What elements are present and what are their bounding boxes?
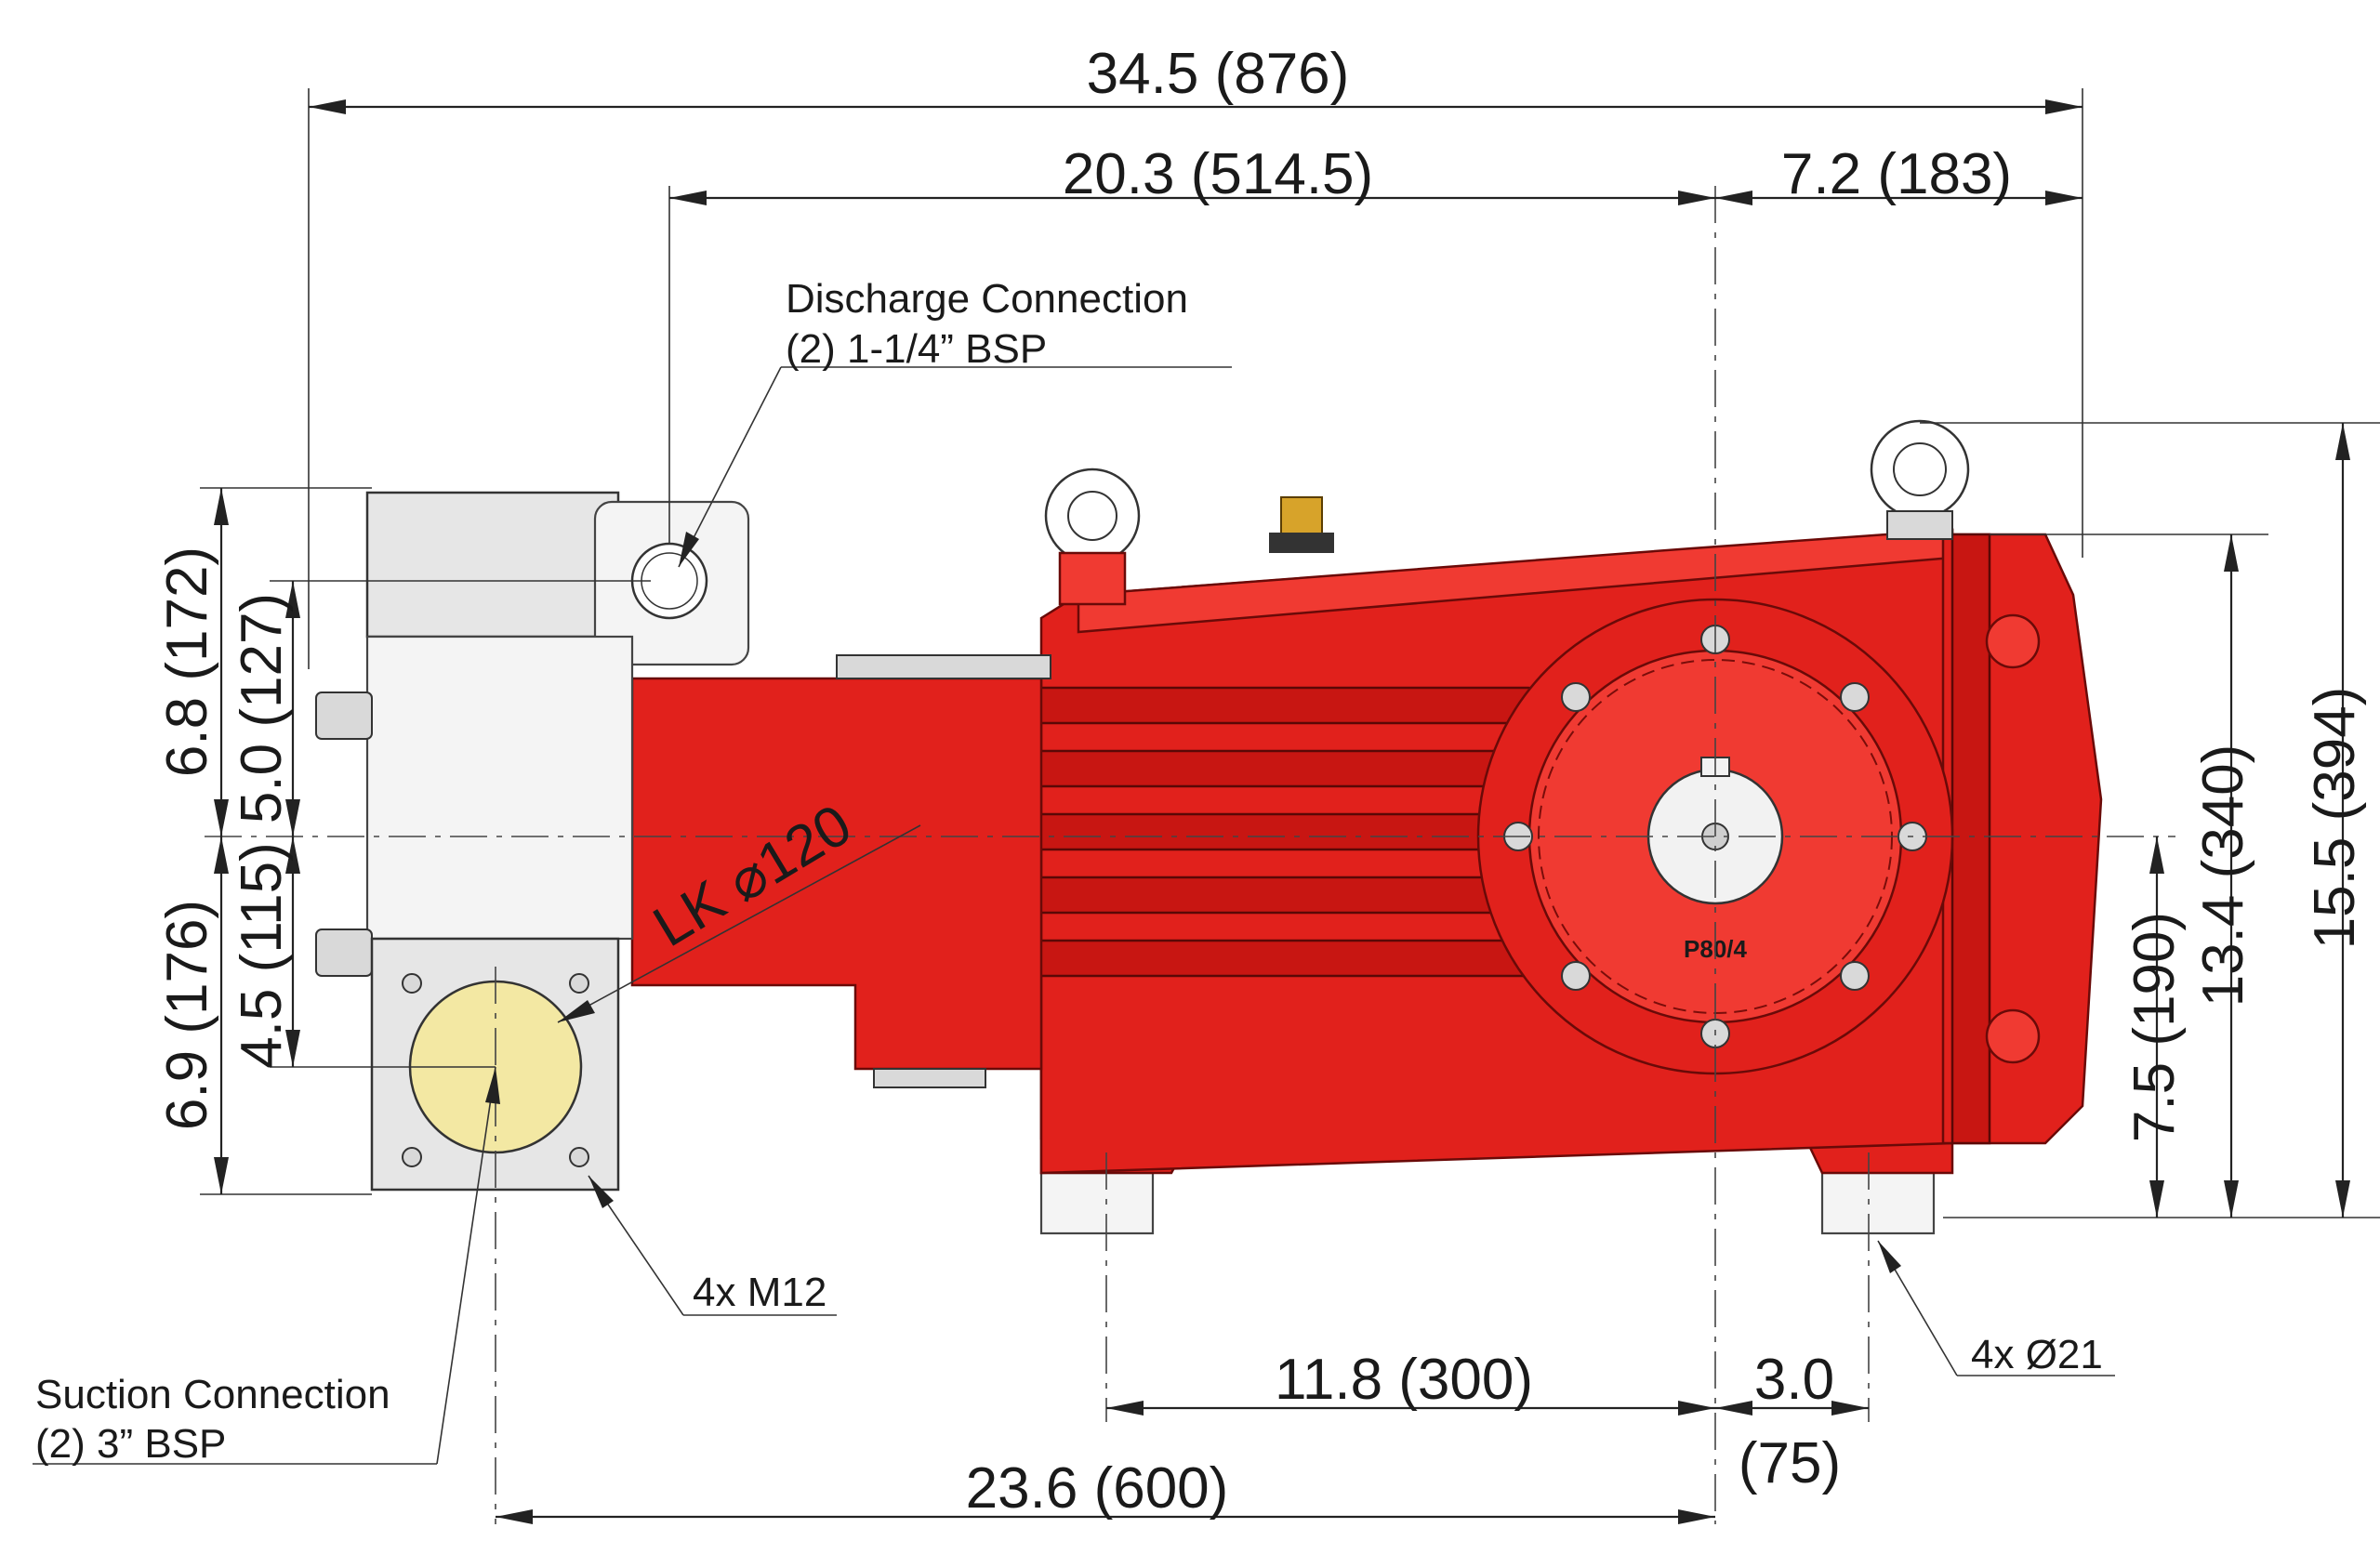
rear-boss-top — [1985, 613, 2041, 669]
foot-hole-callout: 4x Ø21 — [1877, 1240, 2115, 1377]
flange-bolt — [569, 1147, 589, 1167]
dimension-left: 6.8 (172) 5.0 (127) 6.9 (176) 4.5 (115) — [155, 487, 651, 1195]
dim-discharge-to-shaft: 20.3 (514.5) — [1063, 142, 1373, 206]
dimension-bottom: 11.8 (300) 3.0 (75) 23.6 (600) — [496, 1348, 1869, 1524]
discharge-label-line1: Discharge Connection — [786, 276, 1188, 322]
flange-bolt-label: 4x M12 — [693, 1270, 826, 1315]
flange-bolt-callout: 4x M12 — [588, 1175, 837, 1316]
flange-bolt — [569, 973, 589, 994]
dim-right-190: 7.5 (190) — [2122, 912, 2187, 1142]
discharge-block — [365, 491, 620, 639]
dim-shaft-to-end: 7.2 (183) — [1781, 142, 2012, 206]
dim-overall-length: 34.5 (876) — [1087, 42, 1350, 106]
dim-right-340: 13.4 (340) — [2191, 744, 2255, 1007]
manifold-bolt-top — [315, 691, 373, 740]
manifold-body — [365, 635, 634, 941]
lifting-eye-left — [1044, 468, 1141, 606]
rear-boss-bottom — [1985, 1008, 2041, 1064]
manifold-bolt-bottom — [315, 928, 373, 977]
suction-label-line2: (2) 3” BSP — [35, 1421, 226, 1467]
dimension-right: 7.5 (190) 13.4 (340) 15.5 (394) — [1920, 422, 2380, 1218]
dim-top-172: 6.8 (172) — [155, 547, 219, 777]
dim-right-394: 15.5 (394) — [2303, 687, 2367, 950]
rear-cover-flange — [1950, 533, 1991, 1145]
discharge-label-line2: (2) 1-1/4” BSP — [786, 326, 1047, 372]
top-plate — [836, 654, 1051, 679]
oil-filler-cap — [1280, 496, 1323, 535]
dimension-overall: 34.5 (876) — [308, 42, 2083, 669]
manifold — [315, 491, 750, 1192]
foot-left — [1039, 1171, 1155, 1235]
dim-bottom-176: 6.9 (176) — [155, 900, 219, 1130]
suction-label-line1: Suction Connection — [35, 1372, 390, 1417]
oil-filler-base — [1269, 533, 1334, 553]
suction-callout: Suction Connection (2) 3” BSP — [33, 1066, 500, 1467]
dim-bottom-115: 4.5 (115) — [230, 842, 294, 1069]
pump-body: P80/4 — [630, 419, 2103, 1235]
dim-foot-spacing: 11.8 (300) — [1275, 1348, 1533, 1412]
dim-top-127: 5.0 (127) — [230, 593, 294, 823]
discharge-callout: Discharge Connection (2) 1-1/4” BSP — [678, 276, 1232, 568]
flange-bolt — [402, 973, 422, 994]
foot-hole-label: 4x Ø21 — [1971, 1332, 2103, 1377]
bottom-plate — [873, 1068, 986, 1088]
cooling-fins — [1012, 686, 1536, 978]
flange-bolt — [402, 1147, 422, 1167]
lifting-eye-right — [1870, 419, 1970, 540]
dim-suction-to-shaft: 23.6 (600) — [966, 1456, 1229, 1521]
foot-right — [1820, 1171, 1936, 1235]
dim-foot-offset-inch: 3.0 — [1754, 1348, 1834, 1412]
dim-foot-offset-mm: (75) — [1739, 1431, 1841, 1495]
dimension-discharge-shaft: 20.3 (514.5) 7.2 (183) — [668, 142, 2082, 544]
